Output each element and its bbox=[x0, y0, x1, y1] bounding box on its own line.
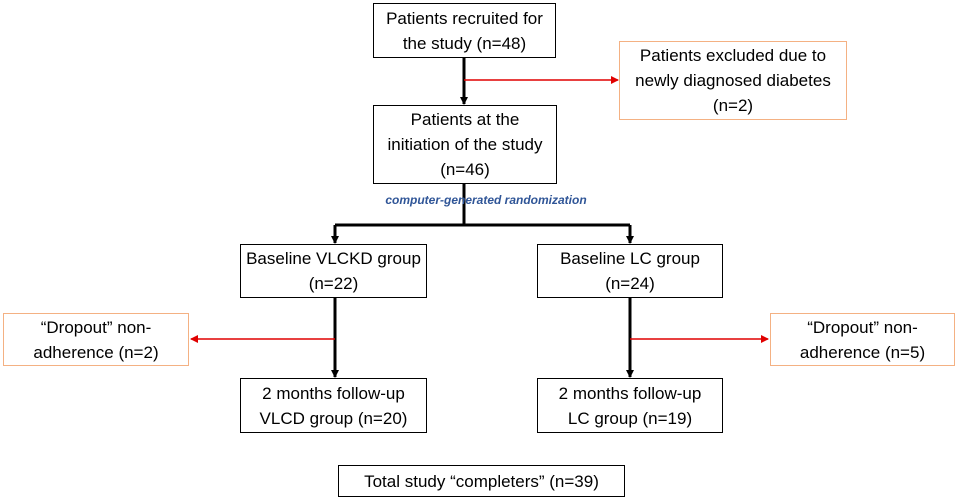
box-text: VLCD group (n=20) bbox=[259, 408, 408, 428]
box-text: the study (n=48) bbox=[402, 33, 527, 53]
box-text: 2 months follow-up bbox=[558, 383, 702, 403]
box-text: Total study “completers” (n=39) bbox=[364, 471, 599, 491]
box-text: LC group (n=19) bbox=[567, 408, 693, 428]
randomization-label: computer-generated randomization bbox=[385, 193, 587, 207]
box-text: (n=24) bbox=[605, 274, 655, 293]
box-text: Patients at the bbox=[410, 110, 520, 129]
box-text: “Dropout” non- bbox=[40, 317, 152, 337]
box-text: 2 months follow-up bbox=[262, 383, 405, 403]
box-text: adherence (n=2) bbox=[33, 342, 159, 362]
box-text: (n=2) bbox=[712, 96, 754, 115]
box-patients-recruited: Patients recruited for the study (n=48) bbox=[373, 3, 556, 58]
box-text: adherence (n=5) bbox=[799, 342, 926, 362]
box-text: (n=46) bbox=[440, 160, 490, 179]
box-text: Baseline VLCKD group bbox=[246, 249, 421, 268]
box-total-completers: Total study “completers” (n=39) bbox=[338, 465, 625, 497]
box-followup-vlcd: 2 months follow-up VLCD group (n=20) bbox=[240, 378, 427, 433]
box-text: Patients excluded due to bbox=[639, 46, 827, 65]
box-text: initiation of the study bbox=[387, 135, 543, 154]
box-followup-lc: 2 months follow-up LC group (n=19) bbox=[537, 378, 723, 433]
box-excluded-diabetes: Patients excluded due to newly diagnosed… bbox=[619, 41, 847, 120]
box-text: Patients recruited for bbox=[386, 8, 543, 28]
box-baseline-lc: Baseline LC group (n=24) bbox=[537, 244, 723, 298]
box-patients-initiation: Patients at the initiation of the study … bbox=[373, 105, 557, 184]
box-dropout-vlckd: “Dropout” non- adherence (n=2) bbox=[3, 313, 189, 366]
box-text: newly diagnosed diabetes bbox=[635, 71, 831, 90]
box-text: (n=22) bbox=[308, 274, 359, 293]
box-dropout-lc: “Dropout” non- adherence (n=5) bbox=[770, 313, 955, 366]
box-text: Baseline LC group bbox=[560, 249, 700, 268]
box-baseline-vlckd: Baseline VLCKD group (n=22) bbox=[240, 244, 427, 298]
box-text: “Dropout” non- bbox=[807, 317, 918, 337]
